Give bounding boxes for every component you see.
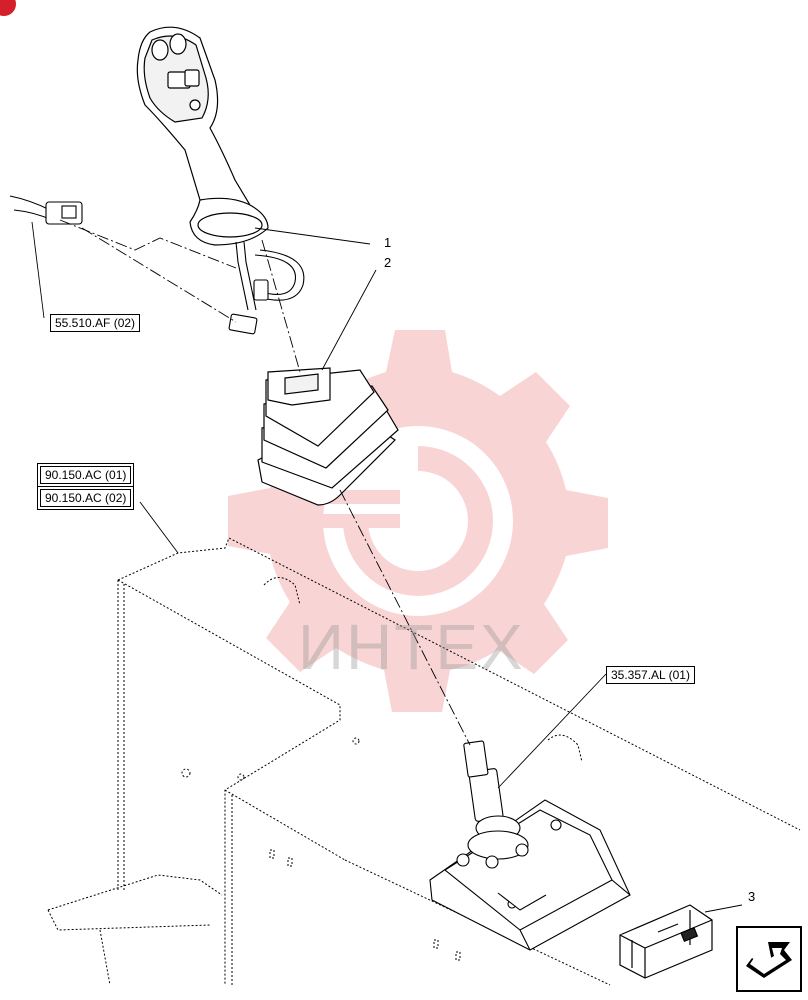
pilot-valve bbox=[429, 740, 631, 951]
ref-cab-1[interactable]: 90.150.AC (01) bbox=[36, 463, 135, 487]
leader-lines bbox=[31, 221, 743, 913]
ref-valve[interactable]: 35.357.AL (01) bbox=[606, 666, 695, 684]
joystick-grip bbox=[136, 26, 269, 246]
cab-holes bbox=[181, 737, 461, 961]
callout-1: 1 bbox=[384, 235, 392, 250]
rubber-boot bbox=[257, 367, 399, 506]
cab-panel bbox=[47, 537, 801, 986]
wiring-harness bbox=[9, 195, 305, 335]
return-arrow-icon bbox=[746, 942, 792, 978]
callout-2: 2 bbox=[384, 255, 392, 270]
return-button[interactable] bbox=[736, 926, 802, 992]
corner-badge-icon bbox=[0, 0, 16, 16]
callout-3: 3 bbox=[748, 889, 756, 904]
ref-connector[interactable]: 55.510.AF (02) bbox=[50, 314, 141, 332]
watermark-text: ИНТЕХ bbox=[298, 611, 525, 683]
parts-kit bbox=[619, 904, 713, 979]
ref-cab-2[interactable]: 90.150.AC (02) bbox=[36, 486, 135, 510]
center-lines bbox=[59, 219, 471, 746]
